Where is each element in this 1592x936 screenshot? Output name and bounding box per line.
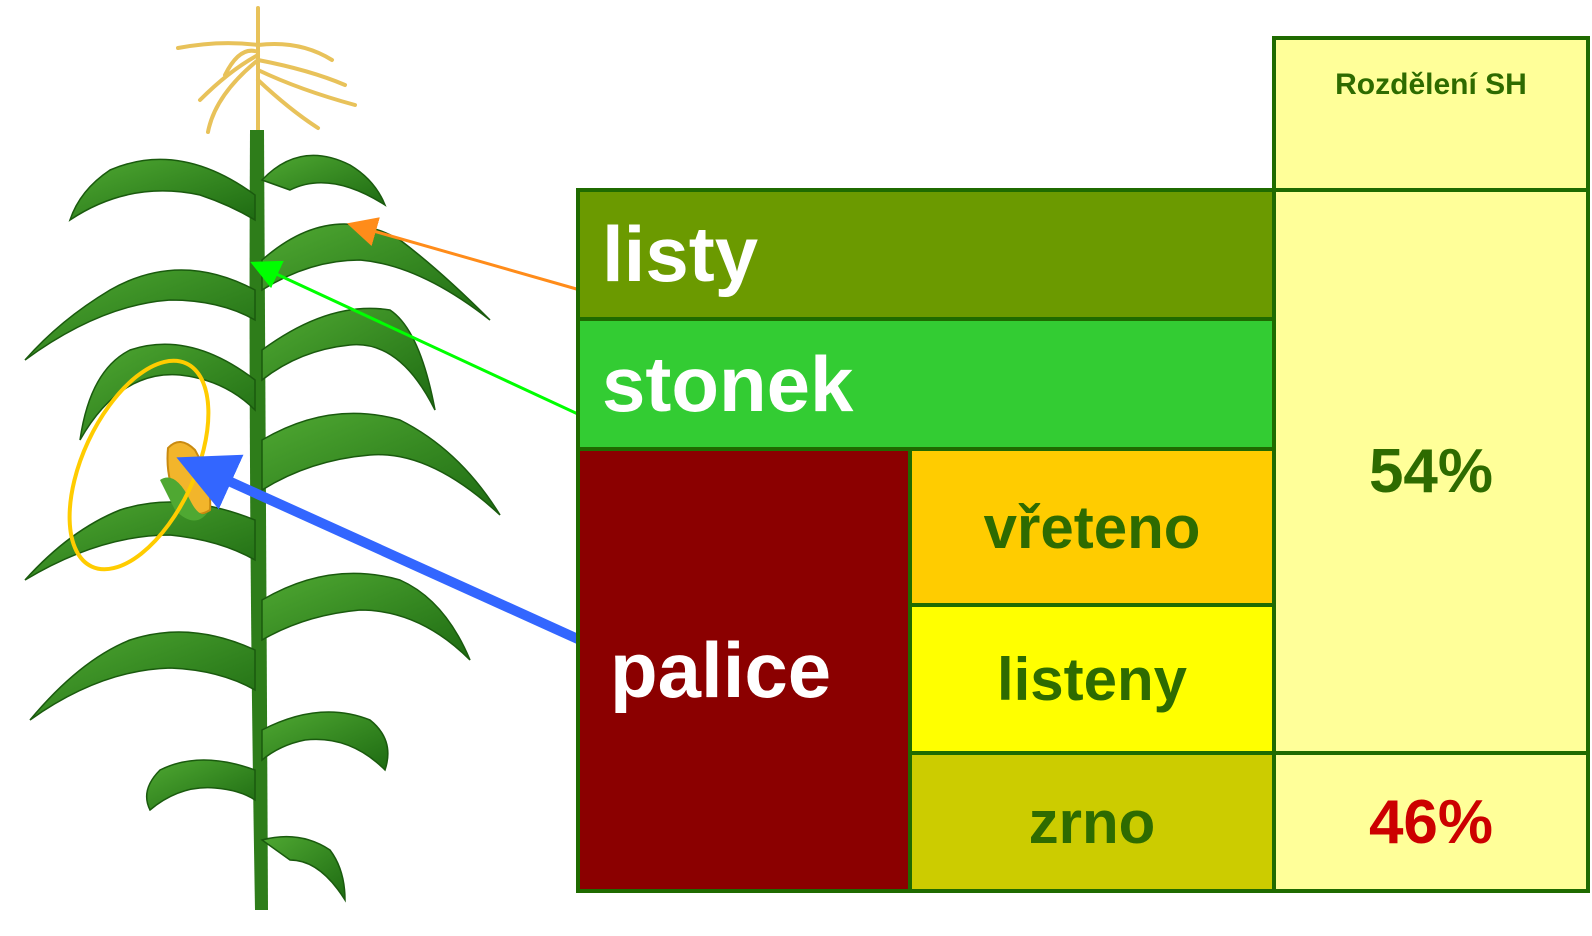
label-listeny: listeny — [997, 645, 1187, 714]
header-label: Rozdělení SH — [1335, 68, 1527, 102]
percent-46: 46% — [1369, 787, 1493, 858]
tassel — [178, 8, 355, 132]
maize-plant-illustration — [0, 0, 560, 936]
label-palice: palice — [610, 625, 831, 716]
percent-54: 54% — [1369, 436, 1493, 507]
label-vreteno: vřeteno — [984, 493, 1201, 562]
cell-percent-vegetative: 54% — [1272, 188, 1590, 755]
cell-zrno: zrno — [908, 751, 1276, 893]
label-zrno: zrno — [1029, 788, 1156, 857]
cell-stonek: stonek — [576, 317, 1276, 451]
label-listy: listy — [602, 209, 758, 300]
cell-listeny: listeny — [908, 603, 1276, 755]
label-stonek: stonek — [602, 339, 853, 430]
cell-listy: listy — [576, 188, 1276, 321]
cell-percent-grain: 46% — [1272, 751, 1590, 893]
cell-vreteno: vřeteno — [908, 447, 1276, 607]
cell-palice: palice — [576, 447, 912, 893]
header-rozdeleni-sh: Rozdělení SH — [1272, 36, 1590, 192]
